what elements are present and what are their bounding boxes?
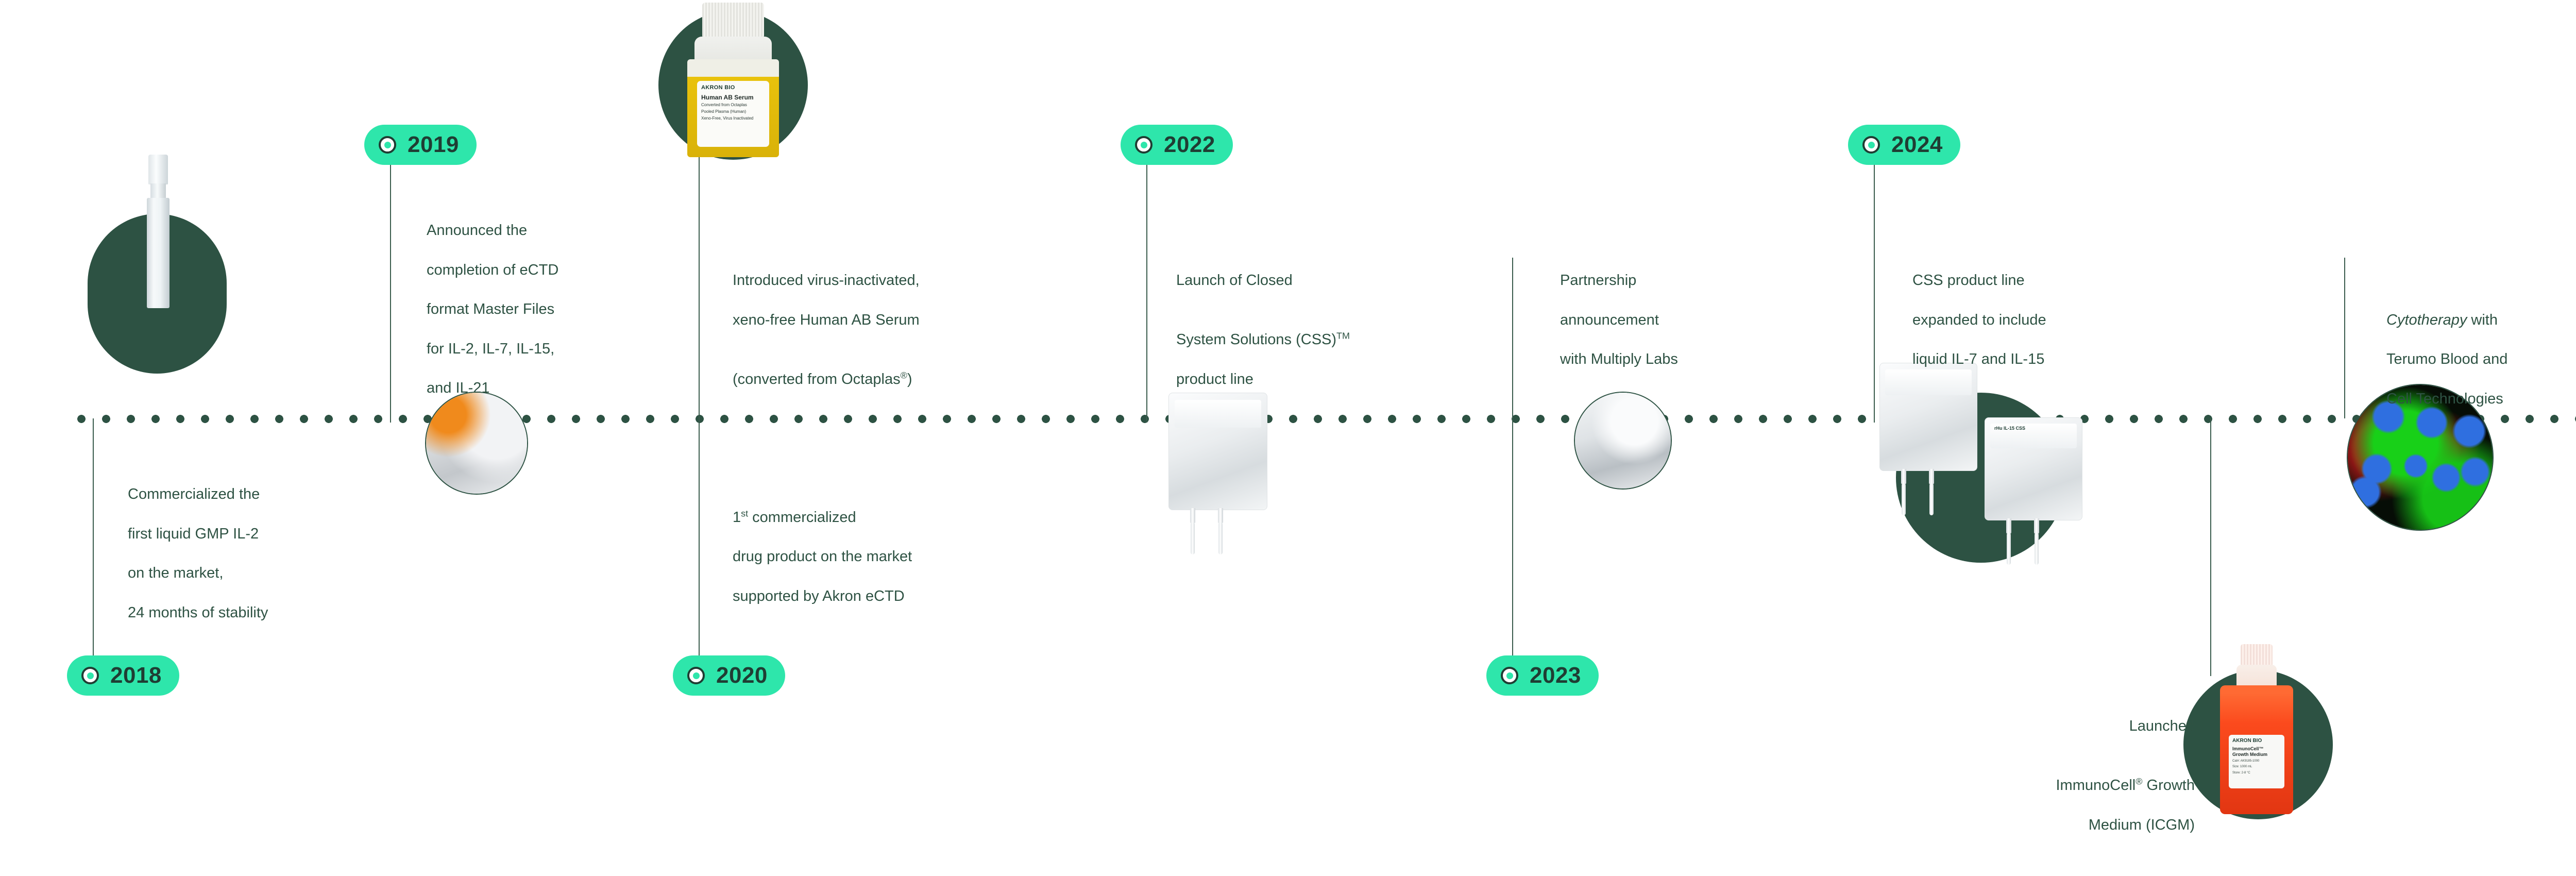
human-ab-serum-bottle-image: AKRON BIO Human AB Serum Converted from … [679, 3, 787, 157]
event-2022-line1: Launch of Closed [1176, 272, 1293, 289]
connector-2019 [390, 165, 391, 423]
connector-2020 [699, 149, 700, 660]
connector-2024 [1874, 165, 1875, 423]
year-label-2019: 2019 [408, 132, 459, 157]
css-bag-label: rHu IL-15 CSS [1994, 426, 2026, 431]
event-2020-below-line3: supported by Akron eCTD [733, 587, 905, 604]
icgm-label-brand: AKRON BIO [2232, 738, 2262, 744]
event-2020-above-line2: xeno-free Human AB Serum [733, 311, 920, 328]
serum-label-title: Human AB Serum [701, 94, 754, 101]
event-2020-above-line1: Introduced virus-inactivated, [733, 272, 920, 289]
serum-label-brand: AKRON BIO [701, 85, 735, 91]
event-text-icgm: Launched ImmunoCell® Growth Medium (ICGM… [1875, 697, 2195, 854]
event-2019-line2: completion of eCTD [427, 261, 559, 278]
event-2019-line3: format Master Files [427, 301, 555, 318]
lab-notebook-photo [425, 392, 528, 495]
connector-2022 [1146, 165, 1147, 423]
fluorescent-cells-photo [2347, 384, 2494, 531]
il2-vial-image [147, 155, 170, 309]
event-text-2020-below: 1st commercialized drug product on the m… [733, 468, 1062, 626]
icgm-label-sub1: Cat#: AK9185-1000 [2232, 759, 2260, 763]
badge-knob-icon [1862, 136, 1880, 154]
event-study-line3: Terumo Blood and [2386, 351, 2508, 368]
connector-2023 [1512, 258, 1513, 655]
year-label-2022: 2022 [1164, 132, 1215, 157]
event-study-line2: Cytotherapy with [2386, 311, 2498, 328]
badge-knob-icon [687, 667, 705, 684]
event-2018-line1: Commercialized the [128, 486, 260, 503]
event-text-2020-above: Introduced virus-inactivated, xeno-free … [733, 251, 1062, 409]
event-2024-above-line3: liquid IL-7 and IL-15 [1912, 351, 2045, 368]
journal-name: Cytotherapy [2386, 311, 2467, 328]
badge-knob-icon [379, 136, 396, 154]
year-badge-2022[interactable]: 2022 [1121, 125, 1233, 165]
badge-knob-icon [1501, 667, 1518, 684]
event-2019-line5: and IL-21 [427, 380, 490, 397]
event-text-2018: Commercialized the first liquid GMP IL-2… [128, 465, 396, 642]
event-icgm-line1: Launched [2129, 718, 2195, 735]
year-badge-2023[interactable]: 2023 [1486, 655, 1599, 696]
event-text-2022: Launch of Closed System Solutions (CSS)T… [1176, 251, 1465, 409]
serum-label-sub2: Pooled Plasma (Human) [701, 109, 747, 114]
icgm-label-sub2: Size: 1000 mL [2232, 765, 2252, 769]
badge-knob-icon [81, 667, 99, 684]
connector-2018 [93, 418, 94, 655]
event-2020-below-line1: 1st commercialized [733, 508, 856, 526]
year-label-2024: 2024 [1891, 132, 1943, 157]
year-badge-2019[interactable]: 2019 [364, 125, 477, 165]
event-2020-above-line3: (converted from Octaplas®) [733, 369, 912, 388]
year-label-2018: 2018 [110, 663, 162, 688]
icgm-label-sub3: Store: 2-8 °C [2232, 771, 2250, 775]
icgm-label-title: ImmunoCell™ Growth Medium [2232, 746, 2267, 757]
event-2018-line3: on the market, [128, 565, 224, 582]
year-badge-2018[interactable]: 2018 [67, 655, 179, 696]
event-icgm-line2: ImmunoCell® Growth [2056, 776, 2195, 794]
event-2024-above-line1: CSS product line [1912, 272, 2025, 289]
event-2018-line4: 24 months of stability [128, 604, 268, 621]
css-bag-image [1168, 393, 1267, 554]
event-2022-line2: System Solutions (CSS)TM [1176, 330, 1350, 348]
event-text-2023: Partnership announcement with Multiply L… [1560, 251, 1776, 389]
year-badge-2024[interactable]: 2024 [1848, 125, 1960, 165]
event-2023-line3: with Multiply Labs [1560, 351, 1678, 368]
event-text-2024-above: CSS product line expanded to include liq… [1912, 251, 2155, 389]
immunocell-growth-medium-bottle-image: AKRON BIO ImmunoCell™ Growth Medium Cat#… [2215, 644, 2298, 814]
event-2022-line3: product line [1176, 370, 1253, 388]
event-study-line4: Cell Technologies [2386, 390, 2503, 407]
event-2018-line2: first liquid GMP IL-2 [128, 525, 259, 542]
event-2019-line4: for IL-2, IL-7, IL-15, [427, 340, 555, 357]
pump-photo [1574, 392, 1672, 490]
event-text-study: Cytotherapy with Terumo Blood and Cell T… [2386, 251, 2576, 428]
event-text-2019: Announced the completion of eCTD format … [427, 201, 664, 418]
connector-icgm [2210, 418, 2211, 676]
connector-study [2344, 258, 2345, 418]
event-2019-line1: Announced the [427, 222, 528, 239]
event-2020-below-line2: drug product on the market [733, 548, 912, 565]
css-bag-image-right: rHu IL-15 CSS [1985, 417, 2082, 565]
serum-label-sub1: Converted from Octaplas [701, 103, 747, 107]
serum-label-sub3: Xeno-Free, Virus Inactivated [701, 116, 754, 121]
event-icgm-line3: Medium (ICGM) [2088, 816, 2195, 833]
css-bag-image-left [1879, 363, 1977, 515]
year-label-2023: 2023 [1530, 663, 1581, 688]
year-badge-2020[interactable]: 2020 [673, 655, 785, 696]
year-label-2020: 2020 [716, 663, 768, 688]
event-2023-line2: announcement [1560, 311, 1659, 328]
event-2023-line1: Partnership [1560, 272, 1637, 289]
badge-knob-icon [1135, 136, 1153, 154]
event-2024-above-line2: expanded to include [1912, 311, 2046, 328]
